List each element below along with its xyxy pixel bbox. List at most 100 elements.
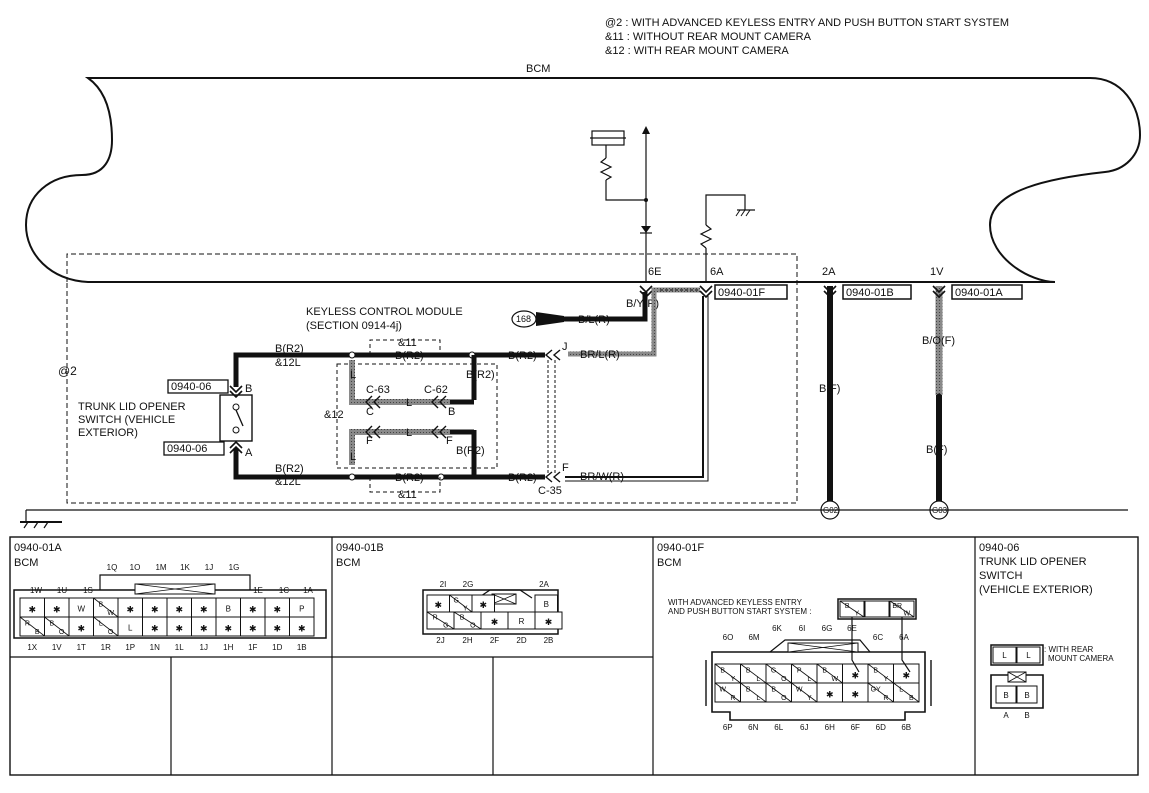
p2-cell-r2-1-divider <box>453 611 482 630</box>
p3-cell-r1-3-color-a: P <box>797 668 802 675</box>
panel2-id: 0940-01B <box>336 542 384 554</box>
switch-name-l2: SWITCH (VEHICLE <box>78 414 175 426</box>
p4-cell-1 <box>1016 685 1038 704</box>
p1-side-pin-1A: 1A <box>303 586 313 595</box>
p2-cell-r1-1-color-a: G <box>454 598 459 605</box>
pin-c-63: C <box>366 406 374 418</box>
p3-cell-r1-2-color-a: G <box>771 668 776 675</box>
note-without-camera: &11 : WITHOUT REAR MOUNT CAMERA <box>605 31 812 43</box>
p1-top-pin-1Q: 1Q <box>107 563 118 572</box>
p1-cell-r1-2-color: W <box>77 604 85 613</box>
wire-l-left-top: L <box>350 369 356 381</box>
p1-cell-r1-3-divider <box>93 597 119 618</box>
conn-tag-0940-01a: 0940-01A <box>955 287 1003 299</box>
p3-cell-r1-5-unused: ✱ <box>851 670 859 680</box>
p3-cell-r1-4-color-b: W <box>832 676 839 683</box>
panel2-name: BCM <box>336 557 360 569</box>
panel4-name-l2: SWITCH <box>979 570 1022 582</box>
p2-cell-r2-0-divider <box>426 611 455 630</box>
bcm-internal-circuit <box>590 126 755 282</box>
p3-cell-r1-6-color-a: B <box>873 668 878 675</box>
p1-bottom-pin-1B: 1B <box>297 643 307 652</box>
jc-c35: C-35 <box>538 485 562 497</box>
wire-l-left-bottom: L <box>350 451 356 463</box>
wire-bof-1v: B/O(F) <box>922 335 955 347</box>
pin-2a: 2A <box>822 266 836 278</box>
p1-cell-r1-3-color-b: W <box>107 610 114 617</box>
p3-legend-2-color-a: BR <box>892 603 902 610</box>
option-11-bottom: &11 <box>398 489 417 501</box>
wire-brw-r-path <box>565 296 704 478</box>
p3-cell-r2-2-color-b: O <box>781 695 787 702</box>
p2-cell-r2-0-color-a: R <box>433 615 438 622</box>
p1-cell-r1-3-color-a: B <box>99 602 104 609</box>
p1-cell-r2-1-color-a: B <box>50 621 55 628</box>
p1-bottom-pin-1F: 1F <box>248 643 257 652</box>
p3-cell-r2-4-unused: ✱ <box>826 689 834 699</box>
p4-latch-x2 <box>1007 671 1027 683</box>
p3-cell-r2-6-divider <box>867 682 894 703</box>
p1-cell-r2-5-unused: ✱ <box>151 623 159 633</box>
p3-side-pin-6M: 6M <box>748 633 759 642</box>
p3-cell-r1-4-divider <box>816 663 843 684</box>
p1-side-pin-1E: 1E <box>253 586 263 595</box>
wire-l-mid-top: L <box>406 397 412 409</box>
p3-cell-r1-1-color-b: L <box>756 676 760 683</box>
p1-bottom-pin-1D: 1D <box>272 643 282 652</box>
switch-name-l3: EXTERIOR) <box>78 427 138 439</box>
p1-cell-r2-11-unused: ✱ <box>298 623 306 633</box>
switch-name-l1: TRUNK LID OPENER <box>78 401 186 413</box>
p1-cell-r2-1-color-b: O <box>59 629 65 636</box>
p1-bottom-pin-1T: 1T <box>77 643 86 652</box>
wire-brl-r: BR/L(R) <box>580 349 620 361</box>
p3-cell-r1-0-divider <box>714 663 741 684</box>
panel4-name-l1: TRUNK LID OPENER <box>979 556 1087 568</box>
wire-12l-top: &12L <box>275 357 301 369</box>
ground-circuit-2a <box>820 285 840 520</box>
wire-bl-r: B/L(R) <box>578 314 610 326</box>
p1-cell-r2-9-unused: ✱ <box>249 623 257 633</box>
panel4-camera-note-l2: MOUNT CAMERA <box>1048 654 1114 663</box>
option-label-at2: @2 <box>58 364 77 378</box>
p1-cell-r1-0-unused: ✱ <box>28 604 36 614</box>
wire-br2-switch-bottom: B(R2) <box>275 463 304 475</box>
p3-legend-1 <box>864 600 890 618</box>
note-advanced-keyless: @2 : WITH ADVANCED KEYLESS ENTRY AND PUS… <box>605 17 1009 29</box>
p3-cell-r2-7-color-a: L <box>899 687 903 694</box>
p1-cell-r1-9-unused: ✱ <box>249 604 257 614</box>
p1-cell-r2-1-divider <box>44 616 70 637</box>
p3-cell-r1-3-color-b: L <box>807 676 811 683</box>
p3-cell-r2-0-color-b: R <box>730 695 735 702</box>
wire-l-mid-bottom: L <box>406 427 412 439</box>
p3-top-pin-6G: 6G <box>822 624 833 633</box>
p4-cell-0-color: B <box>1003 691 1008 700</box>
pin-b-62: B <box>448 406 455 418</box>
p2-cell-r1-1-divider <box>449 594 473 613</box>
panel4-id: 0940-06 <box>979 542 1019 554</box>
conn-tag-0940-01f: 0940-01F <box>718 287 765 299</box>
p1-cell-r1-5-unused: ✱ <box>151 604 159 614</box>
jc-c62: C-62 <box>424 384 448 396</box>
p3-cell-r1-1-divider <box>740 663 767 684</box>
p1-side-pin-1U: 1U <box>57 586 67 595</box>
wire-br2-bottom-mid: B(R2) <box>395 472 424 484</box>
p1-bottom-pin-1V: 1V <box>52 643 62 652</box>
bcm-outline <box>24 77 1142 283</box>
p3-bottom-pin-6F: 6F <box>851 723 860 732</box>
p3-cell-r1-2-color-b: O <box>781 676 787 683</box>
wire-by-r: B/Y(R) <box>626 298 659 310</box>
p3-cell-r2-7-divider <box>893 682 920 703</box>
conn-tag-0940-06-bottom: 0940-06 <box>167 443 207 455</box>
p3-latch-x2 <box>787 642 859 653</box>
option-11-top: &11 <box>398 337 417 349</box>
pin-6e: 6E <box>648 266 661 278</box>
p4-cell-0 <box>995 685 1017 704</box>
p4-pin-A: A <box>1003 711 1009 720</box>
p3-side-pin-6C: 6C <box>873 633 883 642</box>
p3-cell-r2-6-color-b: R <box>883 695 888 702</box>
p3-cell-r1-7-unused: ✱ <box>902 670 910 680</box>
p1-bottom-pin-1P: 1P <box>125 643 135 652</box>
